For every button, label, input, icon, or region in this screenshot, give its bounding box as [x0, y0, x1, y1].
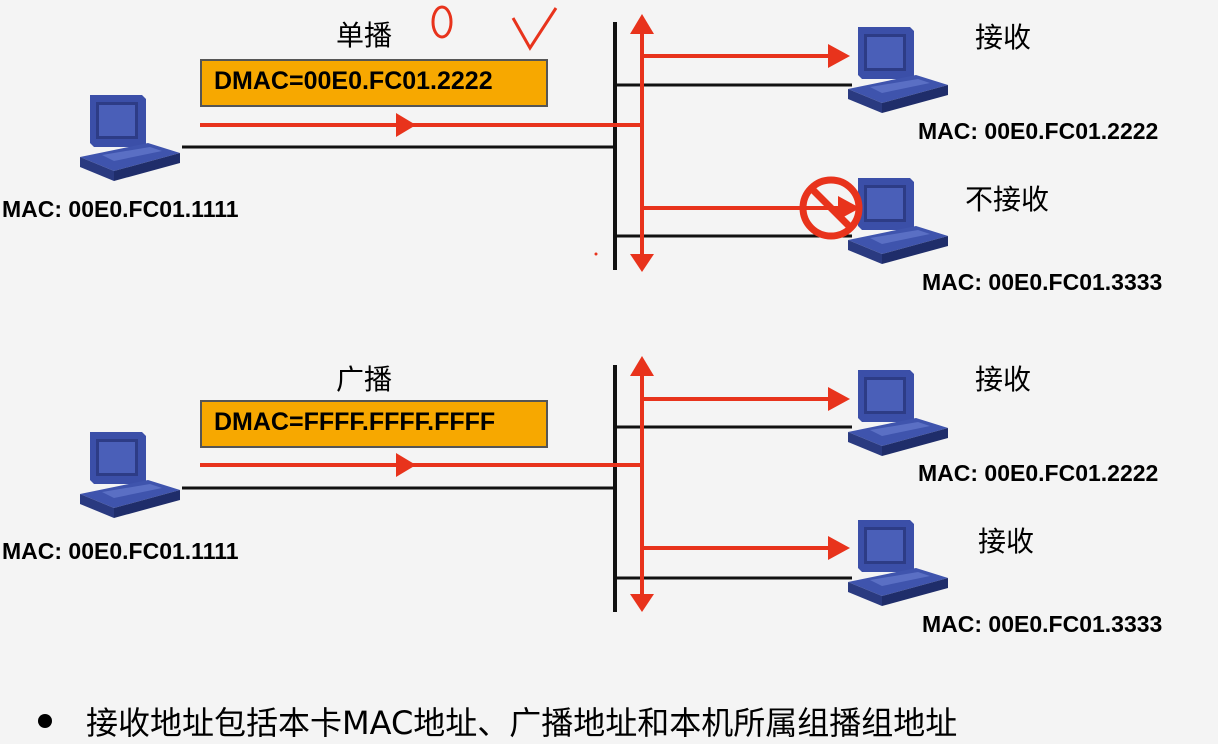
arrow-head — [630, 14, 654, 34]
arrow-head — [396, 113, 416, 137]
unicast-dmac-label: DMAC=00E0.FC01.2222 — [200, 59, 548, 107]
arrow-head — [828, 44, 850, 68]
arrow-head — [630, 594, 654, 612]
arrow-head — [828, 387, 850, 411]
computer-icon — [848, 27, 948, 113]
unicast-section — [80, 5, 948, 272]
unicast-title: 单播 — [336, 19, 393, 52]
bullet-point: 接收地址包括本卡MAC地址、广播地址和本机所属组播组地址 — [38, 698, 957, 744]
stray-dot — [594, 252, 598, 256]
broadcast-dmac-label: DMAC=FFFF.FFFF.FFFF — [200, 400, 548, 448]
unicast-receiver1-status: 接收 — [975, 21, 1032, 54]
arrow-head — [396, 453, 416, 477]
broadcast-receiver2-status: 接收 — [978, 525, 1035, 558]
computer-icon — [848, 520, 948, 606]
arrow-head — [828, 536, 850, 560]
computer-icon — [848, 370, 948, 456]
unicast-receiver2-mac: MAC: 00E0.FC01.3333 — [922, 269, 1163, 295]
broadcast-receiver2-mac: MAC: 00E0.FC01.3333 — [922, 611, 1163, 637]
no-entry-icon — [799, 176, 863, 240]
arrow-head — [630, 356, 654, 376]
broadcast-title: 广播 — [336, 363, 393, 396]
broadcast-sender-mac: MAC: 00E0.FC01.1111 — [2, 538, 239, 564]
unicast-sender-mac: MAC: 00E0.FC01.1111 — [2, 196, 239, 222]
unicast-receiver1-mac: MAC: 00E0.FC01.2222 — [918, 118, 1159, 144]
handwritten-zero-mark — [431, 5, 453, 39]
broadcast-receiver1-mac: MAC: 00E0.FC01.2222 — [918, 460, 1159, 486]
arrow-head — [838, 196, 860, 220]
arrow-head — [630, 254, 654, 272]
computer-icon — [80, 95, 180, 181]
computer-icon — [80, 432, 180, 518]
broadcast-section — [80, 356, 948, 612]
unicast-receiver2-status: 不接收 — [965, 183, 1050, 216]
broadcast-receiver1-status: 接收 — [975, 363, 1032, 396]
computer-icon — [848, 178, 948, 264]
bullet-dot — [38, 714, 52, 728]
bullet-text: 接收地址包括本卡MAC地址、广播地址和本机所属组播组地址 — [86, 704, 958, 742]
handwritten-check-mark — [511, 7, 558, 51]
